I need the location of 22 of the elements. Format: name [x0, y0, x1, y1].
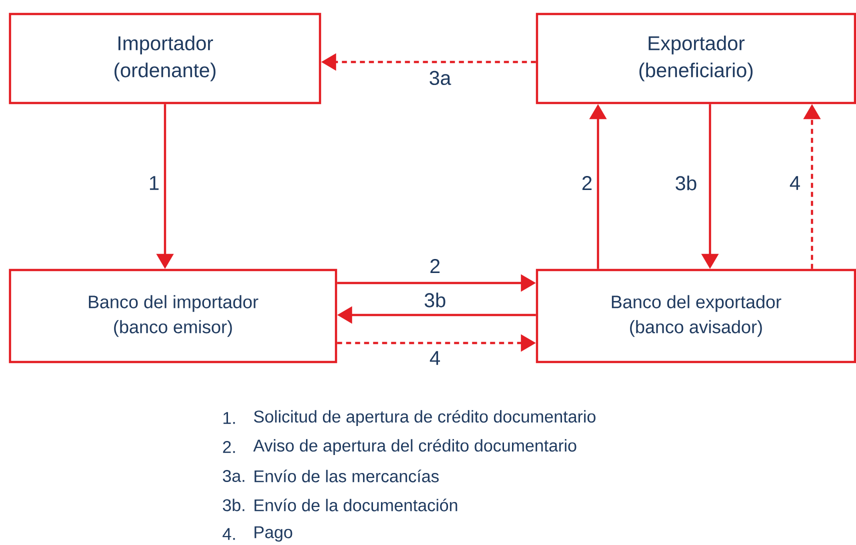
list-item: Envío de las mercancías [254, 470, 439, 482]
list-number: 3b. [222, 498, 244, 512]
edge-label: 2 [582, 176, 592, 190]
list-item: Aviso de apertura del crédito documentario [253, 438, 576, 455]
edge-label: 1 [150, 176, 159, 190]
party-box: Banco del exportador (banco avisador) [536, 268, 856, 364]
edge-label: 3a [430, 70, 452, 86]
party-box: Exportador (beneficiario) [536, 12, 856, 104]
list-number: 1. [224, 412, 235, 424]
list-item: Pago [254, 526, 292, 542]
list-number: 3a. [222, 470, 244, 482]
edge-label: 3b [676, 176, 696, 190]
list-number: 2. [223, 441, 235, 453]
party-box: Banco del importador (banco emisor) [8, 268, 338, 364]
list-item: Envío de la documentación [254, 498, 458, 512]
edge-label: 4 [790, 176, 800, 190]
list-number: 4. [222, 528, 235, 540]
list-item: Solicitud de apertura de crédito documentario [254, 410, 596, 426]
edge-label: 3b [424, 292, 446, 308]
party-box: Importador (ordenante) [8, 12, 322, 104]
edge-label: 2 [430, 259, 440, 273]
edge-label: 4 [430, 351, 440, 365]
